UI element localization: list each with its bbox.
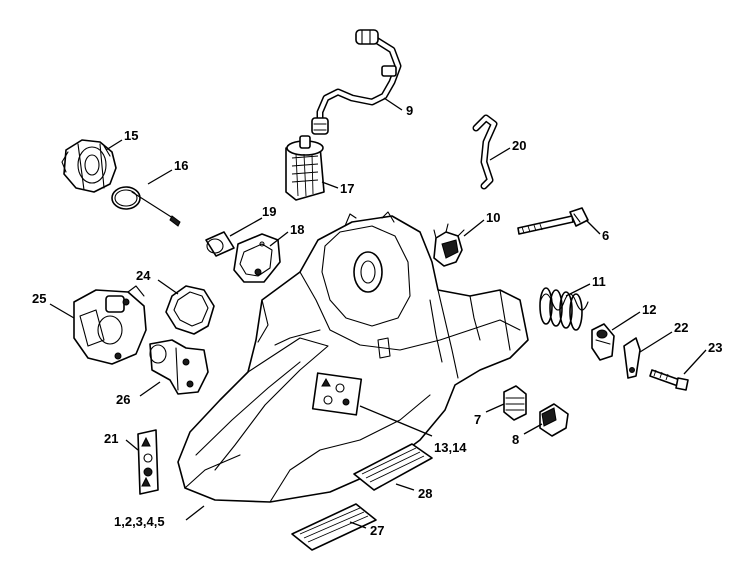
leader-lines	[49, 97, 707, 529]
label-13-14: 13,14	[434, 440, 467, 455]
part-6	[517, 207, 589, 235]
label-18: 18	[290, 222, 304, 237]
part-27	[291, 503, 377, 551]
part-28	[353, 443, 433, 491]
part-21	[137, 429, 159, 495]
label-25: 25	[32, 291, 46, 306]
part-8	[539, 403, 569, 437]
label-19: 19	[262, 204, 276, 219]
part-26	[149, 339, 209, 395]
part-labels: 15 16 9 20 17 19 18 10 6 24 25 11 12 22 …	[32, 103, 722, 538]
label-24: 24	[136, 268, 151, 283]
part-20	[472, 114, 498, 190]
label-15: 15	[124, 128, 138, 143]
label-26: 26	[116, 392, 130, 407]
part-23	[649, 369, 689, 391]
part-15	[61, 139, 117, 193]
label-28: 28	[418, 486, 432, 501]
label-10: 10	[486, 210, 500, 225]
part-11	[539, 287, 589, 331]
housing-part	[177, 211, 529, 503]
label-6: 6	[602, 228, 609, 243]
label-27: 27	[370, 523, 384, 538]
label-9: 9	[406, 103, 413, 118]
part-10	[433, 223, 465, 267]
label-12: 12	[642, 302, 656, 317]
part-9	[311, 29, 402, 135]
label-7: 7	[474, 412, 481, 427]
part-7	[503, 385, 527, 421]
part-22	[623, 337, 641, 379]
part-18	[233, 233, 281, 283]
label-17: 17	[340, 181, 354, 196]
part-16	[111, 186, 181, 227]
label-16: 16	[174, 158, 188, 173]
label-20: 20	[512, 138, 526, 153]
label-23: 23	[708, 340, 722, 355]
part-17	[285, 135, 325, 201]
label-11: 11	[592, 274, 606, 289]
part-12	[591, 323, 615, 361]
label-21: 21	[104, 431, 118, 446]
part-19	[205, 231, 235, 257]
label-22: 22	[674, 320, 688, 335]
label-8: 8	[512, 432, 519, 447]
part-24	[165, 285, 215, 335]
part-25	[73, 285, 147, 365]
label-1-5: 1,2,3,4,5	[114, 514, 165, 529]
